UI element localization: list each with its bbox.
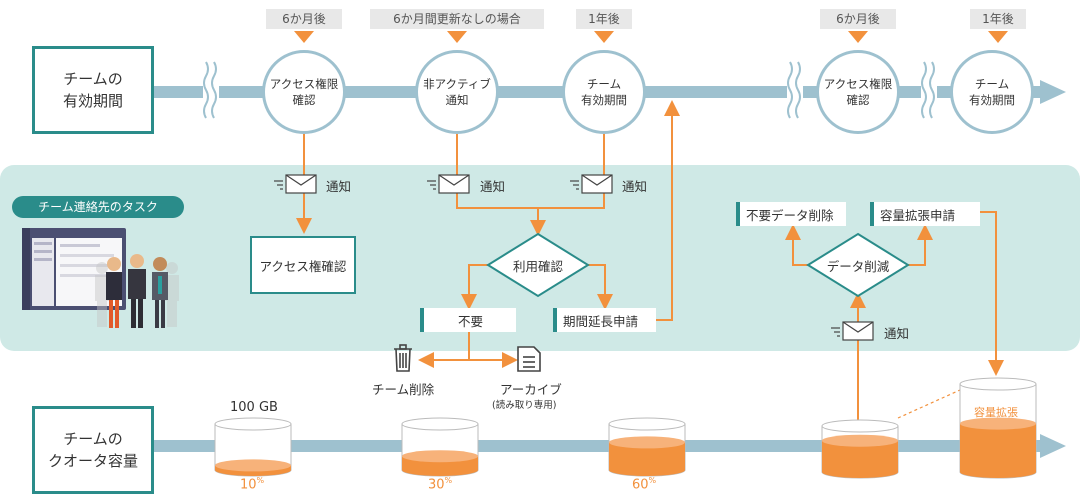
storage-cylinder [401, 417, 479, 477]
expand-request-box: 容量拡張申請 [870, 202, 980, 226]
tag-1year: 1年後 [576, 9, 632, 29]
storage-fill [609, 442, 685, 476]
data-reduce-diamond [806, 232, 910, 298]
delete-data-box: 不要データ削除 [736, 202, 846, 226]
archive-icon [517, 346, 541, 372]
storage-fill [822, 440, 898, 478]
tag-1year-2: 1年後 [970, 9, 1026, 29]
extension-request-box: 期間延長申請 [553, 308, 656, 332]
access-review-box: アクセス権確認 [250, 236, 356, 294]
team-illustration [22, 228, 179, 328]
milestone-team-validity-2: チーム 有効期間 [950, 50, 1034, 134]
expanded-capacity-label: 容量拡張 [974, 406, 1018, 419]
mail-icon [427, 174, 470, 194]
usage-60-label: 60% [632, 476, 657, 493]
tag-6months-2: 6か月後 [820, 9, 896, 29]
tag-pointers [294, 31, 1008, 43]
trash-icon [394, 344, 412, 372]
row-label-quota: チームの クオータ容量 [32, 406, 154, 494]
notify-label-2: 通知 [480, 179, 506, 194]
milestone-access-review-2: アクセス権限 確認 [816, 50, 900, 134]
mail-icon [831, 321, 874, 341]
usage-10-label: 10% [240, 476, 265, 493]
task-band-title: チーム連絡先のタスク [12, 196, 184, 218]
storage-cylinder [608, 417, 686, 477]
validity-timeline-arrow [1040, 80, 1066, 104]
storage-fill [960, 423, 1036, 478]
milestone-access-review: アクセス権限 確認 [262, 50, 346, 134]
milestone-inactive-notice: 非アクティブ 通知 [415, 50, 499, 134]
notify-label-1: 通知 [326, 179, 352, 194]
storage-fill-top [215, 459, 291, 472]
usage-check-diamond [486, 232, 590, 298]
timeline-break [203, 61, 937, 120]
notify-label-4: 通知 [884, 326, 910, 341]
storage-cylinder [821, 419, 899, 479]
quota-timeline-arrow [1040, 434, 1066, 458]
storage-cylinder [959, 377, 1037, 479]
not-needed-box: 不要 [420, 308, 516, 332]
quota-timeline [150, 440, 1040, 452]
usage-30-label: 30% [428, 476, 453, 493]
usage-check-label: 利用確認 [512, 258, 563, 274]
screen-icon [22, 228, 126, 310]
archive-note: (読み取り専用) [492, 400, 557, 411]
milestone-team-validity: チーム 有効期間 [562, 50, 646, 134]
mail-icon [274, 174, 317, 194]
storage-fill-top [960, 417, 1036, 430]
mail-icon [570, 174, 613, 194]
row-label-validity: チームの 有効期間 [32, 46, 154, 134]
archive-label: アーカイブ [500, 382, 562, 397]
storage-fill-top [822, 434, 898, 447]
total-capacity-label: 100 GB [230, 400, 278, 415]
tag-6months: 6か月後 [266, 9, 342, 29]
notify-label-3: 通知 [622, 179, 648, 194]
storage-fill-top [402, 450, 478, 463]
data-reduce-label: データ削減 [826, 258, 890, 274]
people-icon [95, 254, 179, 328]
tag-6months-no-update: 6か月間更新なしの場合 [370, 9, 544, 29]
team-delete-label: チーム削除 [372, 382, 435, 397]
storage-cylinder [214, 417, 292, 477]
storage-fill-top [609, 436, 685, 449]
